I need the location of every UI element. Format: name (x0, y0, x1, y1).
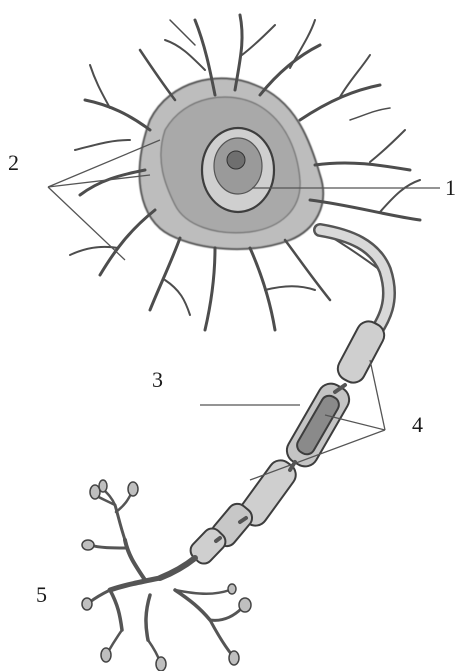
myelin-sheath (187, 317, 389, 567)
myelin-segment (334, 317, 389, 387)
label-5: 5 (36, 582, 47, 607)
nucleolus (227, 151, 245, 169)
nucleus (202, 128, 274, 212)
label-4: 4 (412, 412, 423, 437)
label-2: 2 (8, 150, 19, 175)
axon (160, 230, 389, 578)
label-3: 3 (152, 367, 163, 392)
label-1: 1 (445, 175, 456, 200)
